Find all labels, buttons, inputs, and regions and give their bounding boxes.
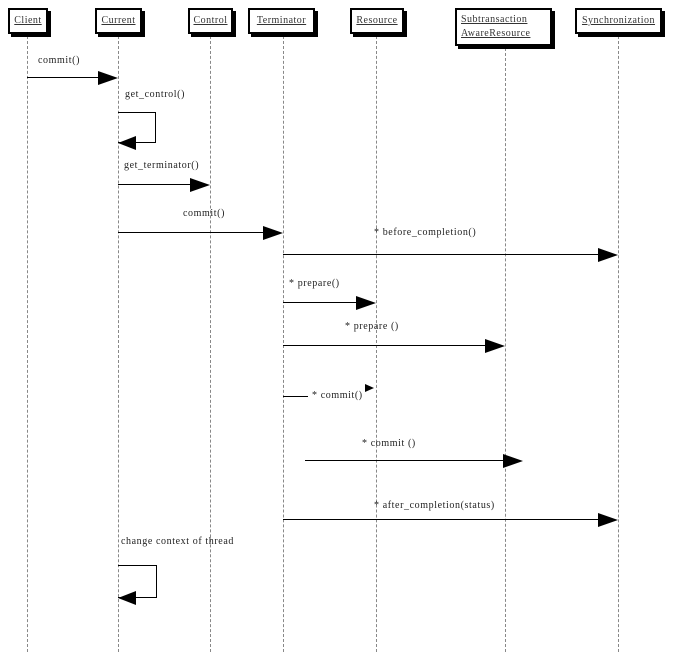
message-line <box>283 302 358 303</box>
participant-label: Terminator <box>256 15 307 26</box>
self-call-loop <box>118 565 157 598</box>
participant-label-line1: Subtransaction <box>461 14 528 25</box>
arrowhead-right-icon <box>98 71 118 85</box>
participant-label: Client <box>14 15 42 26</box>
lifeline-terminator <box>283 36 284 652</box>
message-label-prepare-subtransaction: * prepare () <box>345 321 399 332</box>
lifeline-current <box>118 36 119 652</box>
message-line <box>27 77 100 78</box>
message-line <box>283 396 308 397</box>
participant-label: Current <box>101 15 136 26</box>
arrowhead-left-icon <box>118 591 136 605</box>
arrowhead-right-small-icon <box>365 384 374 392</box>
message-label-change-context: change context of thread <box>121 536 234 547</box>
arrowhead-right-icon <box>190 178 210 192</box>
message-label-get-control: get_control() <box>125 89 186 100</box>
message-label-prepare-resource: * prepare() <box>289 278 340 289</box>
lifeline-subtransaction-aware-resource <box>505 48 506 652</box>
arrowhead-right-icon <box>503 454 523 468</box>
message-label-get-terminator: get_terminator() <box>124 160 200 171</box>
participant-box-subtransaction-aware-resource: Subtransaction AwareResource <box>455 8 552 46</box>
message-label-commit-resource: * commit() <box>312 390 363 401</box>
message-line <box>283 345 487 346</box>
arrowhead-right-icon <box>598 513 618 527</box>
message-line <box>305 460 505 461</box>
lifeline-client <box>27 36 28 652</box>
message-line <box>118 232 265 233</box>
arrowhead-right-icon <box>485 339 505 353</box>
message-label-commit-subtransaction: * commit () <box>362 438 416 449</box>
arrowhead-right-icon <box>598 248 618 262</box>
participant-label-line2: AwareResource <box>461 28 531 39</box>
lifeline-resource <box>376 36 377 652</box>
arrowhead-right-icon <box>263 226 283 240</box>
message-line <box>283 519 600 520</box>
participant-box-synchronization: Synchronization <box>575 8 662 34</box>
message-line <box>118 184 192 185</box>
participant-box-resource: Resource <box>350 8 404 34</box>
arrowhead-left-icon <box>118 136 136 150</box>
lifeline-synchronization <box>618 36 619 652</box>
participant-box-terminator: Terminator <box>248 8 315 34</box>
participant-box-client: Client <box>8 8 48 34</box>
message-label-commit-client-current: commit() <box>38 55 81 66</box>
participant-label: Resource <box>356 15 398 26</box>
participant-box-control: Control <box>188 8 233 34</box>
arrowhead-right-icon <box>356 296 376 310</box>
lifeline-control <box>210 36 211 652</box>
self-call-loop <box>118 112 156 143</box>
participant-label: Synchronization <box>581 15 656 26</box>
message-label-commit-current-terminator: commit() <box>183 208 226 219</box>
message-label-after-completion: * after_completion(status) <box>374 500 495 511</box>
participant-label: Control <box>193 15 228 26</box>
message-label-before-completion: * before_completion() <box>374 227 477 238</box>
participant-box-current: Current <box>95 8 142 34</box>
message-line <box>283 254 600 255</box>
